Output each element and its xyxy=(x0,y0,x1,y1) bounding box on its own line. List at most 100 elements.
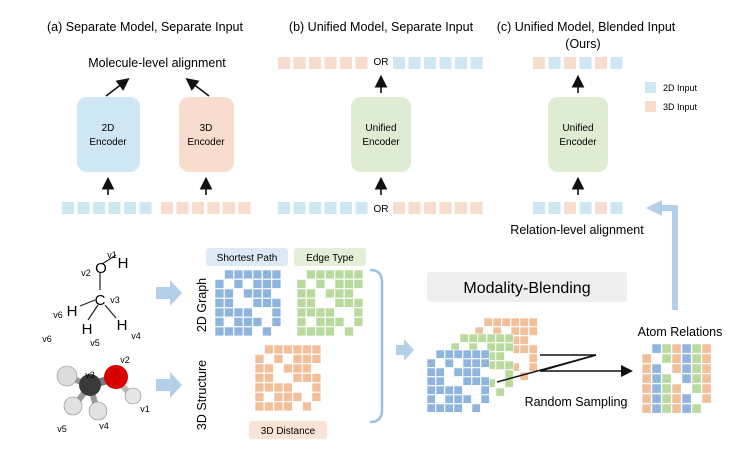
arrow-2d-to-matrices xyxy=(156,280,182,306)
distance-3d-cell xyxy=(311,392,322,402)
edge-type-cell xyxy=(325,326,335,337)
legend-3d-swatch xyxy=(645,101,656,112)
atom-relation-cell xyxy=(671,373,682,384)
distance-3d-cell xyxy=(273,392,284,402)
input-tokens-blended-c xyxy=(533,202,623,214)
sampling-line-3 xyxy=(539,354,597,372)
edge-type-cell xyxy=(315,317,326,327)
stacked-orange-cell xyxy=(519,335,529,345)
panel-b-title: (b) Unified Model, Separate Input xyxy=(289,20,474,34)
encoder-3d-box xyxy=(179,97,234,172)
stacked-green-cell xyxy=(495,378,505,388)
stacked-blue-cell xyxy=(471,403,481,413)
stacked-green-cell xyxy=(495,360,505,370)
vertex-label-v5: v5 xyxy=(90,338,100,348)
stacked-blue-cell xyxy=(444,376,454,386)
shortest-path-cell xyxy=(271,317,282,327)
shortest-path-cell xyxy=(233,279,244,289)
edge-type-cell xyxy=(315,307,326,318)
shortest-path-matrix xyxy=(214,269,282,337)
stacked-blue-cell xyxy=(453,367,463,377)
atom-oxygen: O xyxy=(95,260,107,277)
atom-relation-cell xyxy=(671,383,682,394)
shortest-path-cell xyxy=(243,326,253,337)
arrow-3d-to-matrices xyxy=(156,372,182,398)
stacked-blue-cell xyxy=(453,349,463,359)
atom-relation-cell xyxy=(671,403,682,414)
distance-3d-cell xyxy=(283,373,293,383)
atom-relation-cell xyxy=(641,363,652,374)
distance-3d-cell xyxy=(302,354,312,364)
atom-relation-cell xyxy=(691,363,702,374)
vertex-label-v2: v2 xyxy=(81,268,91,278)
output-token-3d xyxy=(278,57,290,69)
atom-relation-cell xyxy=(651,393,662,404)
stacked-blue-cell xyxy=(435,376,445,386)
vertex3d-v5: v5 xyxy=(57,424,67,434)
shortest-path-cell xyxy=(224,269,234,280)
distance-3d-cell xyxy=(283,344,293,355)
output-tokens-3d-b xyxy=(278,57,368,69)
input-token-3d xyxy=(439,202,452,214)
output-token-3d xyxy=(355,57,368,69)
atom-relation-cell xyxy=(651,363,662,374)
stacked-green-cell xyxy=(504,360,514,370)
edge-type-cell xyxy=(353,326,364,337)
distance-3d-cell xyxy=(302,401,312,412)
shortest-path-label: Shortest Path xyxy=(217,253,278,264)
encoder-2d-label-1: 2D xyxy=(102,123,115,134)
distance-3d-cell xyxy=(264,354,274,364)
stacked-blue-cell xyxy=(426,403,436,413)
vertex3d-v1: v1 xyxy=(140,404,150,414)
output-token-2d xyxy=(439,57,452,69)
edge-type-cell xyxy=(325,298,335,308)
output-token-blended xyxy=(579,57,592,69)
edge-type-cell xyxy=(334,279,345,289)
shortest-path-cell xyxy=(233,298,244,308)
graph-2d-label: 2D Graph xyxy=(195,278,209,332)
unified-encoder-c-label-2: Encoder xyxy=(559,137,597,148)
vertex3d-v2: v2 xyxy=(120,355,130,365)
stacked-blue-cell xyxy=(471,349,481,359)
distance-3d-cell xyxy=(273,354,284,364)
distance-3d-cell xyxy=(273,401,284,412)
stacked-green-cell xyxy=(468,333,478,343)
output-token-blended xyxy=(564,57,576,69)
stacked-blue-cell xyxy=(426,358,436,368)
atom-hydrogen-4: H xyxy=(67,303,78,320)
stacked-blue-cell xyxy=(444,367,454,377)
atom-hydrogen-1: H xyxy=(118,255,129,272)
atom-relation-cell xyxy=(701,353,712,364)
stacked-green-cell xyxy=(495,333,505,343)
distance-3d-cell xyxy=(311,344,322,355)
input-token-3d xyxy=(393,202,405,214)
output-token-2d xyxy=(408,57,421,69)
stacked-orange-cell xyxy=(528,362,538,372)
input-token-3d xyxy=(470,202,483,214)
relation-alignment-label: Relation-level alignment xyxy=(510,223,644,237)
distance-3d-cell xyxy=(264,363,274,374)
stacked-blue-cell xyxy=(462,385,472,395)
stacked-green-cell xyxy=(477,333,487,343)
shortest-path-cell xyxy=(224,288,234,299)
atom-relations-label: Atom Relations xyxy=(638,325,723,339)
panel-c-subtitle: (Ours) xyxy=(565,37,600,51)
atom-relation-cell xyxy=(661,363,672,374)
distance-3d-cell xyxy=(292,373,303,383)
edge-type-cell xyxy=(344,279,354,289)
atom-relation-cell xyxy=(681,383,692,394)
atom-relation-cell xyxy=(641,343,652,354)
stacked-orange-cell xyxy=(474,317,484,327)
input-token-blended xyxy=(610,202,623,214)
stacked-blue-cell xyxy=(462,403,472,413)
molecule-3d-model: v1 v2 v3 v4 v5 v6 xyxy=(42,334,150,434)
hydrogen-ball-1 xyxy=(56,365,78,387)
distance-3d-cell xyxy=(292,363,303,374)
atom-relation-cell xyxy=(701,383,712,394)
edge-type-cell xyxy=(353,269,364,280)
output-token-2d xyxy=(470,57,483,69)
shortest-path-cell xyxy=(243,269,253,280)
shortest-path-cell xyxy=(252,279,263,289)
stacked-green-cell xyxy=(504,342,514,352)
